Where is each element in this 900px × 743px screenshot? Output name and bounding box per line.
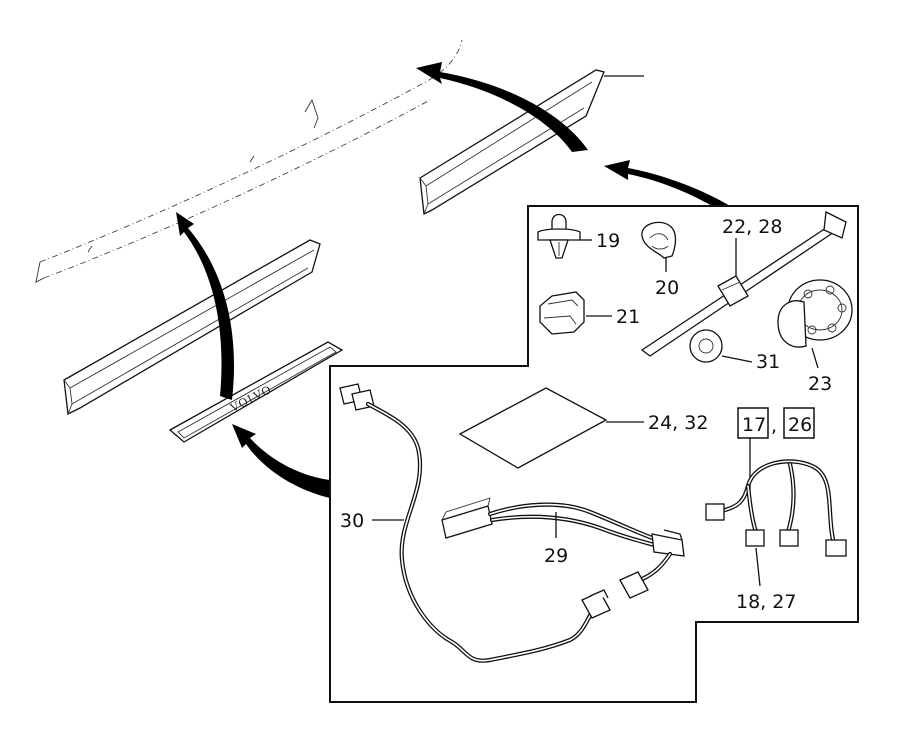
- door-sill-scuff-plate: VOLVO: [168, 341, 344, 443]
- vehicle-body-outline: [35, 39, 463, 283]
- callout-18-27: 18, 27: [736, 591, 796, 613]
- arrow-rear-moulding: [416, 62, 588, 152]
- callout-29: 29: [544, 545, 568, 567]
- part-grommet: [641, 221, 677, 272]
- front-door-moulding: [63, 239, 321, 415]
- callout-21: 21: [616, 306, 640, 328]
- callout-22-28: 22, 28: [722, 216, 782, 238]
- arrow-sill-to-front: [176, 212, 235, 400]
- callout-separator: ,: [771, 415, 777, 437]
- callout-23: 23: [808, 373, 832, 395]
- arrow-panel-to-sill: [232, 424, 330, 498]
- kit-panel-frame: [329, 205, 859, 703]
- callout-26: 26: [788, 414, 812, 436]
- part-push-clip: [537, 213, 592, 259]
- callout-24-32: 24, 32: [648, 412, 708, 434]
- assembly-arrows: [176, 62, 730, 498]
- part-adhesive-sheet: [458, 387, 644, 469]
- callout-30: 30: [340, 510, 364, 532]
- boxed-callouts: 17 , 26: [737, 407, 815, 498]
- callout-19: 19: [596, 230, 620, 252]
- arrow-panel-to-rear: [604, 160, 730, 212]
- part-retainer-clip: [539, 291, 612, 335]
- rear-door-moulding: [419, 69, 644, 215]
- callout-31: 31: [756, 351, 780, 373]
- part-cable-tie: [640, 211, 847, 357]
- part-wiring-loop: [705, 459, 847, 587]
- part-wiring-harness: [441, 497, 685, 599]
- part-bumper-stop: [777, 279, 853, 369]
- callout-17: 17: [742, 414, 766, 436]
- part-wiring-cable: [339, 383, 611, 663]
- part-small-grommet: [689, 329, 753, 363]
- callout-20: 20: [655, 277, 679, 299]
